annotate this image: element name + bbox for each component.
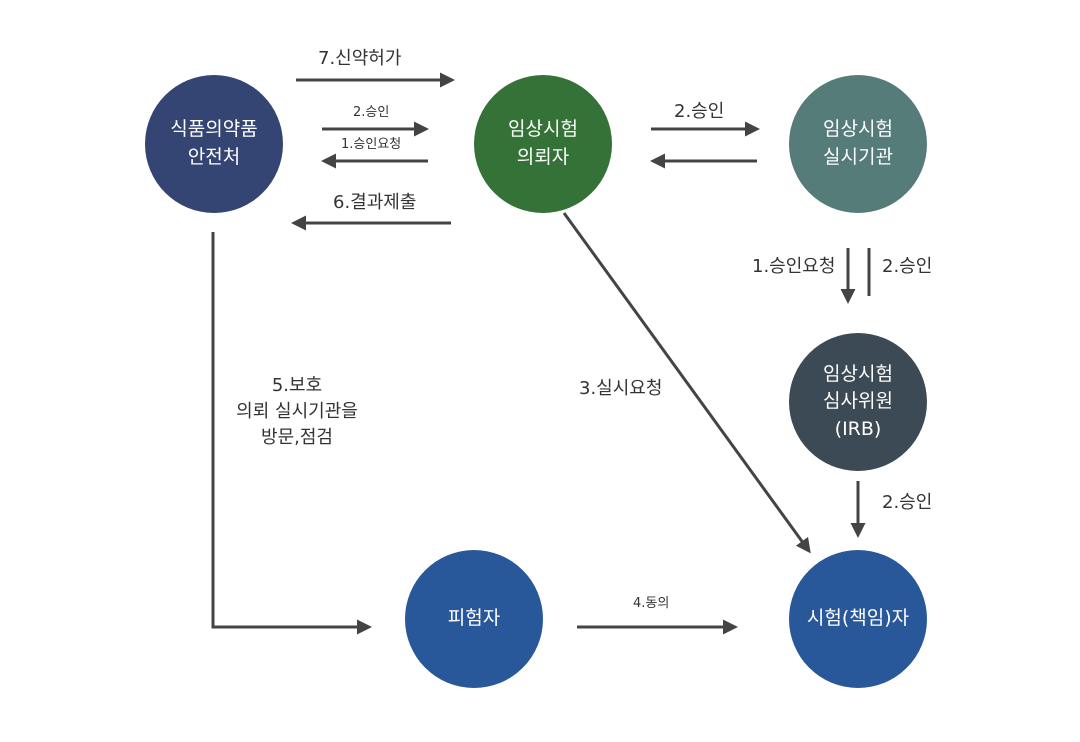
arrow-protection-inspection <box>211 232 372 635</box>
label-approval-investigator: 2.승인 <box>882 492 933 513</box>
node-mfds: 식품의약품 안전처 <box>145 75 283 213</box>
node-sponsor-line-1: 임상시험 <box>508 118 578 141</box>
node-mfds-line-1: 식품의약품 <box>170 118 258 141</box>
label-request-irb: 1.승인요청 <box>752 256 836 277</box>
label-result-submission: 6.결과제출 <box>333 192 417 213</box>
node-irb-line-1: 임상시험 <box>823 362 893 385</box>
node-subject: 피험자 <box>405 550 543 688</box>
node-irb-line-2: 심사위원 <box>823 390 893 413</box>
node-investigator-line-1: 시험(책임)자 <box>806 607 910 630</box>
node-investigator: 시험(책임)자 <box>789 550 927 688</box>
node-site-line-1: 임상시험 <box>823 118 893 141</box>
label-consent: 4.동의 <box>633 596 670 611</box>
label-request-small: 1.승인요청 <box>341 137 402 152</box>
node-sponsor-line-2: 의뢰자 <box>516 146 570 168</box>
label-protection-line-3: 방문,점검 <box>261 427 333 449</box>
node-sponsor: 임상시험 의뢰자 <box>474 75 612 213</box>
label-trial-request: 3.실시요청 <box>579 378 663 399</box>
label-approval-irb: 2.승인 <box>882 256 933 277</box>
label-protection-visit: 5.보호 의뢰 실시기관을 방문,점검 <box>212 373 382 451</box>
node-irb: 임상시험 심사위원 (IRB) <box>789 333 927 471</box>
node-subject-line-1: 피험자 <box>447 607 501 630</box>
arrow-group <box>211 72 871 635</box>
label-protection-line-1: 5.보호 <box>271 375 323 396</box>
node-mfds-line-2: 안전처 <box>187 146 241 168</box>
label-approval-site: 2.승인 <box>674 101 725 122</box>
label-new-drug-approval: 7.신약허가 <box>318 48 402 69</box>
label-approval-small: 2.승인 <box>353 105 390 120</box>
label-protection-line-2: 의뢰 실시기관을 <box>236 401 358 423</box>
node-site-line-2: 실시기관 <box>823 146 893 168</box>
arrow-trial-request <box>562 212 811 554</box>
node-irb-line-3: (IRB) <box>834 417 882 440</box>
node-site: 임상시험 실시기관 <box>789 75 927 213</box>
